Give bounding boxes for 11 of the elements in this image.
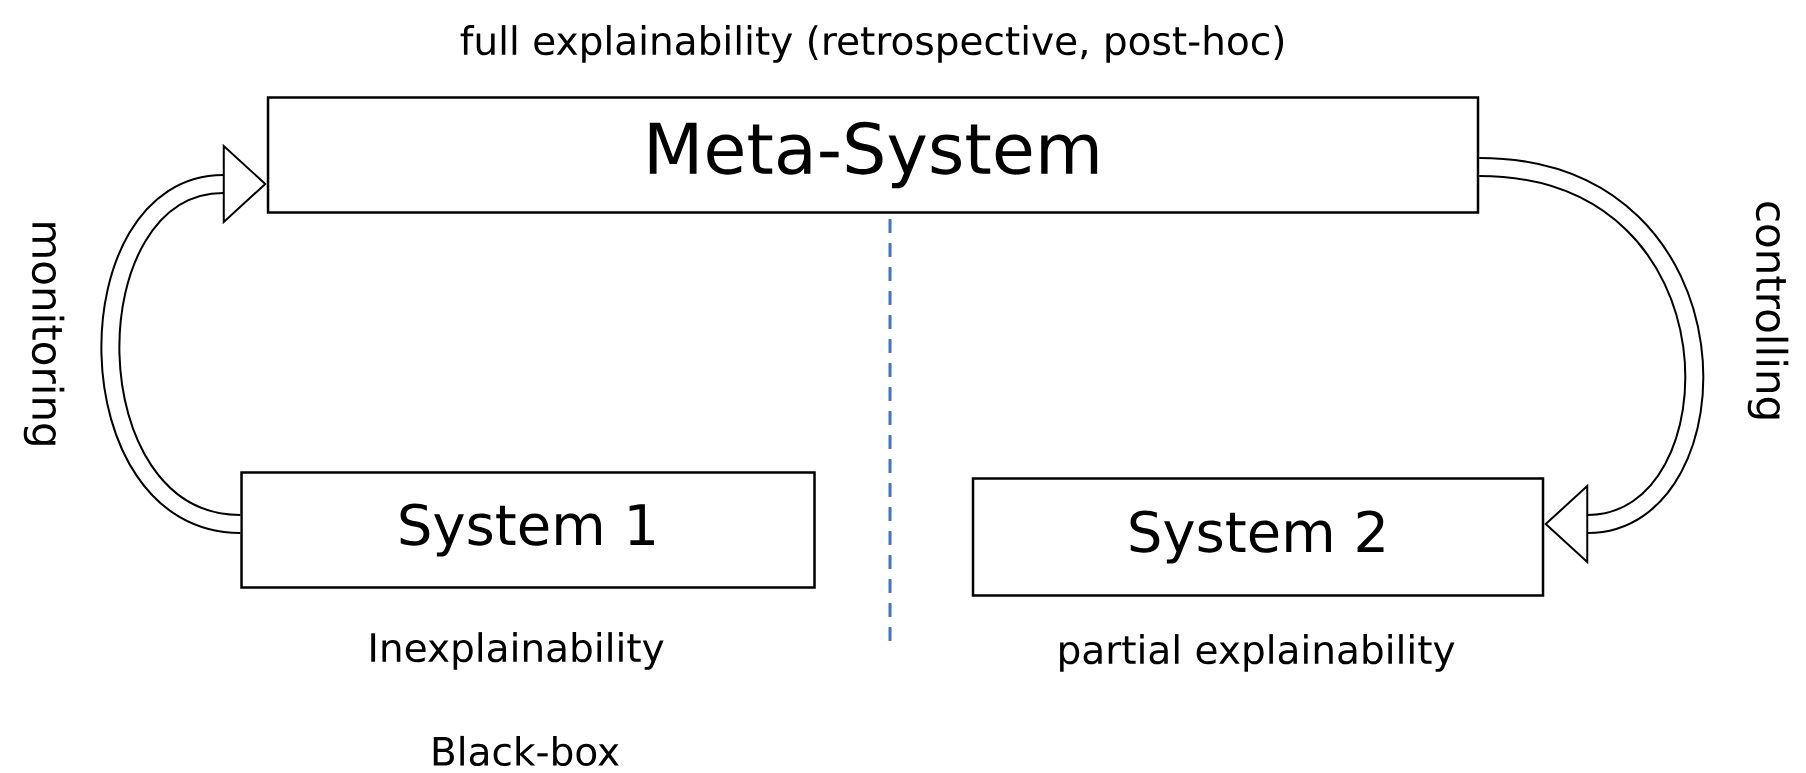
system-box: System 2 [971, 477, 1545, 597]
caption-text: partial explainability [1060, 634, 1455, 672]
curved-arrow [1478, 157, 1704, 565]
caption-text: full explainability (retrospective, post-hoc) [460, 25, 1284, 63]
curved-arrow [100, 143, 267, 534]
edge-label: controlling [1746, 198, 1790, 424]
caption-text: Inexplainability [371, 632, 664, 670]
edge-label: monitoring [22, 218, 66, 450]
system-box: System 1 [240, 471, 816, 589]
caption-text: Black-box [433, 735, 619, 767]
system-box: Meta-System [266, 96, 1480, 214]
